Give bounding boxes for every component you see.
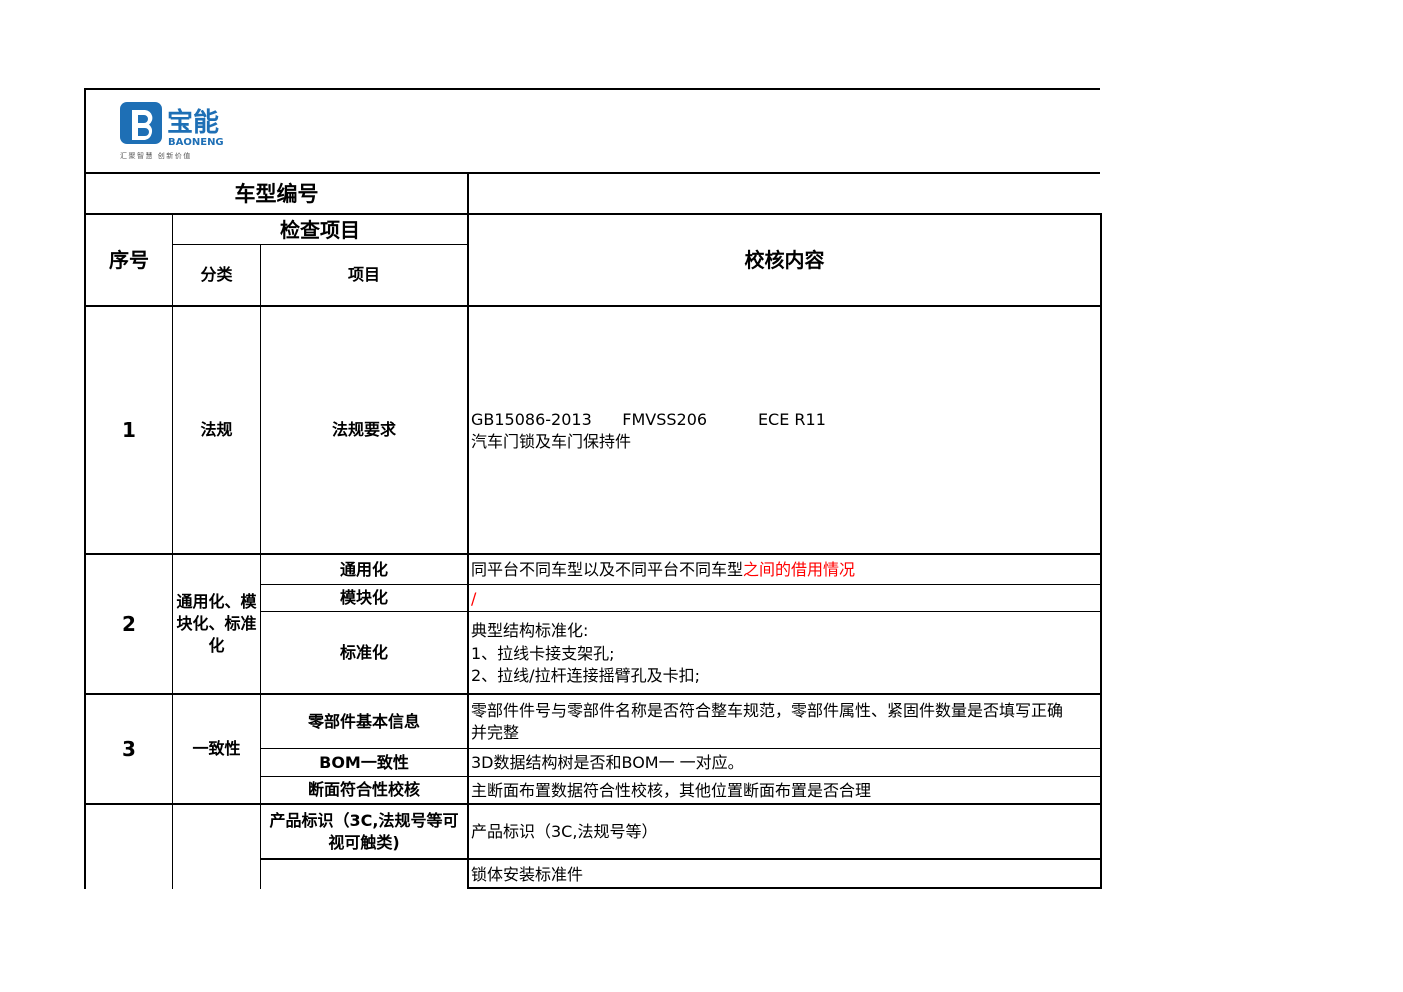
row4-item-product-marking: 产品标识（3C,法规号等可 视可触类) (261, 805, 467, 858)
row3-content-part-info-line1: 零部件件号与零部件名称是否符合整车规范，零部件属性、紧固件数量是否填写正确 (471, 701, 1064, 720)
brand-cn: 宝能 (167, 107, 219, 138)
row1-content-line1: GB15086-2013 FMVSS206 ECE R11 (471, 410, 826, 429)
row4-item-product-marking-line1: 产品标识（3C,法规号等可 (269, 810, 459, 830)
row2-item-modularization: 模块化 (339, 588, 388, 607)
row2-item-standardization: 标准化 (339, 642, 388, 662)
row2-seq: 2 (122, 612, 136, 636)
row2-category: 通用化、模块化、标准化 (176, 592, 257, 655)
brand-slogan: 汇聚智慧 创新价值 (120, 151, 192, 160)
row4-content-product-marking: 产品标识（3C,法规号等） (471, 822, 658, 841)
seq-header: 序号 (109, 248, 149, 272)
row1-seq: 1 (122, 418, 136, 442)
row3-item-section-check: 断面符合性校核 (307, 780, 420, 799)
row2-content-standardization-line2: 1、拉线卡接支架孔; (471, 644, 615, 663)
row3-seq: 3 (122, 737, 136, 761)
row1-category: 法规 (200, 420, 233, 439)
row3-category: 一致性 (192, 739, 241, 758)
row2-item-generalization: 通用化 (339, 559, 388, 579)
row3-content-section-check: 主断面布置数据符合性校核，其他位置断面布置是否合理 (471, 781, 872, 800)
row2-content-standardization-line3: 2、拉线/拉杆连接摇臂孔及卡扣; (471, 666, 700, 685)
row3-item-bom: BOM一致性 (319, 752, 409, 772)
check-items-header: 检查项目 (280, 217, 360, 242)
row3-content-bom: 3D数据结构树是否和BOM一 一对应。 (471, 753, 744, 772)
row2-content-modularization: / (471, 589, 477, 608)
model-number-label: 车型编号 (234, 181, 319, 206)
row1-content-line2: 汽车门锁及车门保持件 (471, 432, 632, 451)
row1-item: 法规要求 (331, 420, 396, 439)
content-header: 校核内容 (744, 248, 825, 272)
row3-content-part-info-line2: 并完整 (471, 723, 520, 742)
category-header: 分类 (200, 265, 233, 284)
row2-content-standardization-line1: 典型结构标准化: (471, 621, 589, 640)
baoneng-logo: 宝能 BAONENG 汇聚智慧 创新价值 (120, 102, 224, 160)
row4-content-lock-fasteners: 锁体安装标准件 (471, 865, 584, 884)
row4-item-product-marking-line2: 视可触类) (328, 832, 400, 852)
item-header: 项目 (347, 265, 380, 284)
brand-en: BAONENG (168, 137, 224, 148)
row2-content-generalization: 同平台不同车型以及不同平台不同车型之间的借用情况 (471, 560, 856, 579)
row3-item-part-info: 零部件基本信息 (307, 711, 420, 731)
